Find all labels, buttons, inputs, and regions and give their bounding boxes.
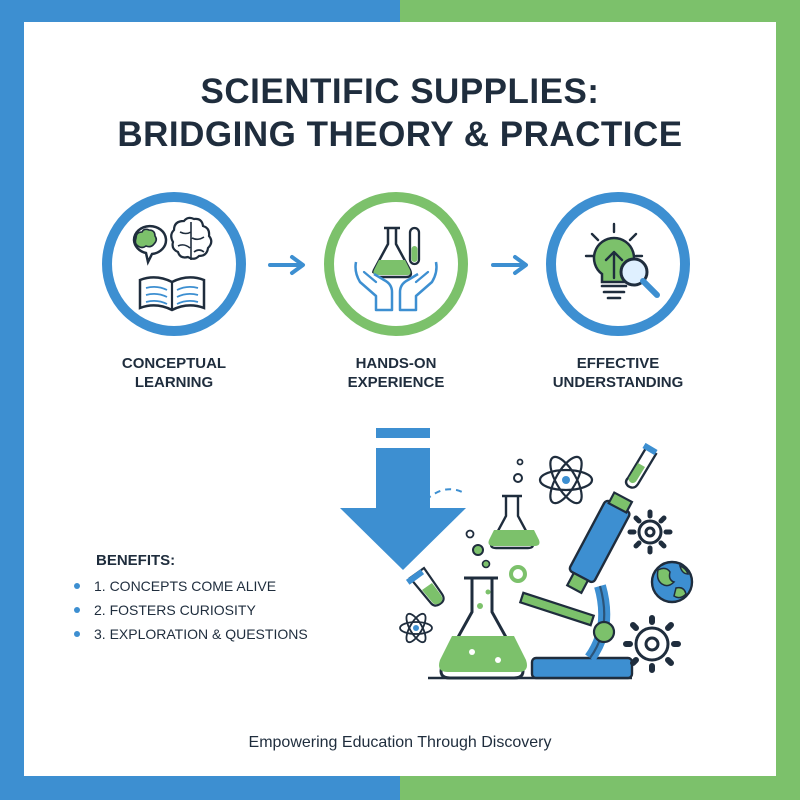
step-label-hands-on-experience: HANDS-ON EXPERIENCE: [306, 354, 486, 392]
step-label-line-2: UNDERSTANDING: [552, 374, 684, 391]
arrow-right-icon: [268, 255, 305, 275]
benefit-text: 2. FOSTERS CURIOSITY: [94, 602, 256, 618]
step-label-line-1: EFFECTIVE: [576, 355, 660, 372]
globe-icon: [650, 560, 694, 604]
brain-book-icon: [132, 216, 213, 312]
lab-equipment-illustration: [340, 428, 694, 680]
benefits-heading: BENEFITS:: [96, 552, 176, 569]
test-tube-icon: [624, 442, 658, 489]
step-label-effective-understanding: EFFECTIVE UNDERSTANDING: [528, 354, 708, 392]
small-test-tube-icon: [405, 566, 445, 607]
footer-tagline: Empowering Education Through Discovery: [248, 734, 552, 751]
atom-icon: [538, 455, 594, 505]
arrow-right-icon: [491, 255, 528, 275]
title-line-1: SCIENTIFIC SUPPLIES:: [200, 72, 600, 111]
lightbulb-magnifier-icon: [584, 222, 660, 300]
small-flask-icon: [488, 494, 540, 550]
page-title: SCIENTIFIC SUPPLIES: BRIDGING THEORY & P…: [24, 70, 776, 156]
benefit-item: 3. EXPLORATION & QUESTIONS: [74, 624, 308, 644]
step-label-line-2: EXPERIENCE: [347, 374, 445, 391]
benefit-text: 3. EXPLORATION & QUESTIONS: [94, 626, 308, 642]
small-atom-icon: [399, 612, 433, 644]
effective-understanding-circle: [546, 192, 690, 336]
gear-icon: [623, 615, 681, 673]
step-label-line-2: LEARNING: [134, 374, 214, 391]
bullet-icon: [74, 583, 80, 589]
step-label-line-1: CONCEPTUAL: [121, 355, 227, 372]
arrow-down-icon: [340, 428, 467, 570]
bullet-icon: [74, 631, 80, 637]
title-line-2: BRIDGING THEORY & PRACTICE: [117, 115, 683, 154]
benefit-item: 1. CONCEPTS COME ALIVE: [74, 576, 276, 596]
microscope-icon: [518, 491, 634, 680]
benefit-text: 1. CONCEPTS COME ALIVE: [94, 578, 277, 594]
step-label-conceptual-learning: CONCEPTUAL LEARNING: [84, 354, 264, 392]
hands-flask-icon: [354, 226, 438, 312]
conceptual-learning-circle: [102, 192, 246, 336]
bullet-icon: [74, 607, 80, 613]
hands-on-experience-circle: [324, 192, 468, 336]
infographic-card: SCIENTIFIC SUPPLIES: BRIDGING THEORY & P…: [24, 22, 776, 776]
flask-icon: [439, 576, 527, 680]
gear-icon: [627, 509, 673, 555]
benefit-item: 2. FOSTERS CURIOSITY: [74, 600, 256, 620]
step-label-line-1: HANDS-ON: [355, 355, 437, 372]
